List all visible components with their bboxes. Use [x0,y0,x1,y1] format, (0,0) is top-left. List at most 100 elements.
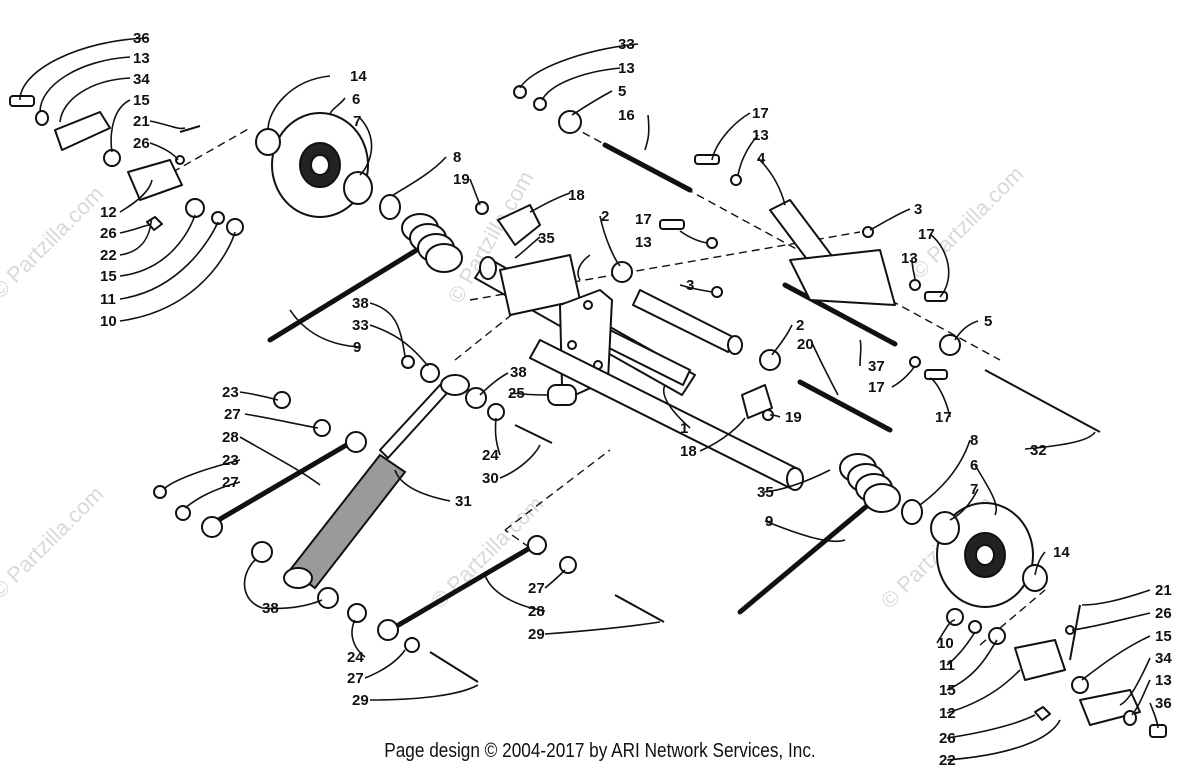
callout-22: 22 [100,247,117,264]
callout-29: 29 [352,692,369,709]
callout-26: 26 [1155,605,1172,622]
ring-8-right [901,499,923,525]
watermark-2: © Partzilla.com [0,481,108,604]
callout-3: 3 [686,277,694,294]
rod-20 [797,379,893,433]
callout-1: 1 [680,420,688,437]
bracket-18-upper [497,204,541,246]
torsion-spring-arm-right [737,502,871,615]
callout-18: 18 [680,443,697,460]
arm-28-left [207,437,358,528]
callout-4: 4 [757,150,766,167]
callout-16: 16 [618,107,635,124]
callout-13: 13 [618,60,635,77]
bushing-25 [547,384,577,406]
callout-13: 13 [1155,672,1172,689]
callout-2: 2 [796,317,804,334]
callout-8: 8 [453,149,461,166]
callout-24: 24 [482,447,499,464]
callout-22: 22 [939,752,956,769]
callout-27: 27 [224,406,241,423]
rod-37 [782,282,898,347]
watermark-1: © Partzilla.com [0,181,108,304]
callout-13: 13 [752,127,769,144]
callout-33: 33 [618,36,635,53]
callout-28: 28 [528,603,545,620]
callout-27: 27 [347,670,364,687]
callout-27: 27 [528,580,545,597]
callout-10: 10 [100,313,117,330]
torsion-spring-arm-left [267,245,423,343]
callout-3: 3 [914,201,922,218]
callout-26: 26 [133,135,150,152]
callout-14: 14 [1053,544,1070,561]
callout-9: 9 [765,513,773,530]
callout-7: 7 [353,113,361,130]
callout-19: 19 [785,409,802,426]
callout-38: 38 [262,600,279,617]
bearing-7-left [343,171,373,205]
callout-5: 5 [984,313,992,330]
spring-right [839,453,901,513]
callout-15: 15 [133,92,150,109]
callout-24: 24 [347,649,364,666]
callout-11: 11 [100,291,116,308]
torsion-springs [401,213,901,513]
bracket-18-lower [741,384,773,419]
callout-20: 20 [797,336,814,353]
callout-18: 18 [568,187,585,204]
callout-5: 5 [618,83,626,100]
callout-17: 17 [935,409,952,426]
callout-13: 13 [133,50,150,67]
callout-13: 13 [901,250,918,267]
cap-34-right [1079,689,1141,726]
cap-34-left [54,111,111,151]
callout-9: 9 [353,339,361,356]
callout-32: 32 [1030,442,1047,459]
rods [207,142,1101,633]
callout-15: 15 [1155,628,1172,645]
fasteners [153,85,961,683]
callout-17: 17 [752,105,769,122]
watermark-5: © Partzilla.com [906,161,1029,284]
callout-17: 17 [918,226,935,243]
spacer-14-right [1022,564,1048,592]
spring-left [401,213,463,273]
callout-36: 36 [133,30,150,47]
callout-38: 38 [510,364,527,381]
callout-6: 6 [352,91,360,108]
callout-11: 11 [939,657,955,674]
callout-8: 8 [970,432,978,449]
ring-8-left [379,194,401,220]
callout-15: 15 [939,682,956,699]
callout-25: 25 [508,385,525,402]
callout-36: 36 [1155,695,1172,712]
callout-10: 10 [937,635,954,652]
callout-33: 33 [352,317,369,334]
shock-absorber-31 [283,374,470,590]
callout-12: 12 [939,705,956,722]
callout-30: 30 [482,470,499,487]
callout-13: 17 [868,379,885,396]
callout-37: 37 [868,358,885,375]
rod-16 [602,142,693,193]
copyright-footer: Page design © 2004-2017 by ARI Network S… [384,740,816,762]
callout-27: 27 [222,474,239,491]
callout-21: 21 [133,113,150,130]
callout-15: 15 [100,268,117,285]
idler-wheels [255,112,1048,608]
callout-17: 17 [635,211,652,228]
leader-lines [19,37,1159,761]
callout-35: 35 [757,484,774,501]
callout-31: 31 [455,493,472,510]
callout-38: 38 [352,295,369,312]
bearing-7-right [930,511,960,545]
callout-34: 34 [133,71,150,88]
callout-6: 6 [970,457,978,474]
callout-35: 35 [538,230,555,247]
callout-23: 23 [222,384,239,401]
bolt-36-left [9,95,35,107]
callout-21: 21 [1155,582,1172,599]
bolt-32 [984,369,1101,433]
